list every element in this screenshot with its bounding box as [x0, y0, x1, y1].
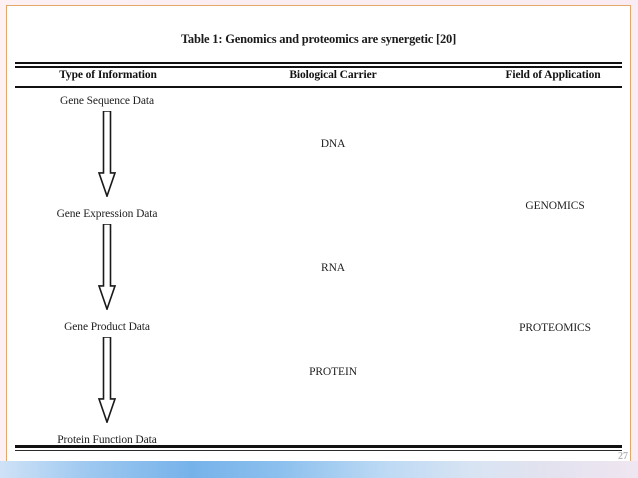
- down-arrow-icon: [95, 224, 119, 310]
- table-bottom-rule-lower: [15, 450, 622, 451]
- footer-gradient-bar: [0, 461, 638, 478]
- field-of-application-genomics: GENOMICS: [525, 200, 585, 212]
- biological-carrier-protein: PROTEIN: [309, 366, 357, 378]
- column-header-field-of-application: Field of Application: [505, 69, 601, 81]
- slide-content-frame: Table 1: Genomics and proteomics are syn…: [6, 5, 631, 463]
- table-title: Table 1: Genomics and proteomics are syn…: [180, 32, 457, 46]
- table-bottom-rule-upper: [15, 445, 622, 448]
- biological-carrier-rna: RNA: [321, 262, 345, 274]
- down-arrow-icon: [95, 337, 119, 423]
- information-node-protein-function-data: Protein Function Data: [57, 434, 157, 446]
- header-rule-lower: [15, 66, 622, 68]
- column-header-biological-carrier: Biological Carrier: [289, 69, 377, 81]
- header-bottom-rule: [15, 86, 622, 88]
- information-node-gene-product-data: Gene Product Data: [64, 321, 150, 333]
- information-node-gene-sequence-data: Gene Sequence Data: [60, 95, 154, 107]
- down-arrow-icon: [95, 111, 119, 197]
- header-rule-upper: [15, 62, 622, 64]
- column-header-type-of-information: Type of Information: [59, 69, 157, 81]
- field-of-application-proteomics: PROTEOMICS: [519, 322, 591, 334]
- table-area: Table 1: Genomics and proteomics are syn…: [7, 6, 630, 462]
- information-node-gene-expression-data: Gene Expression Data: [56, 208, 158, 220]
- biological-carrier-dna: DNA: [320, 138, 346, 150]
- page-number: 27: [618, 451, 628, 462]
